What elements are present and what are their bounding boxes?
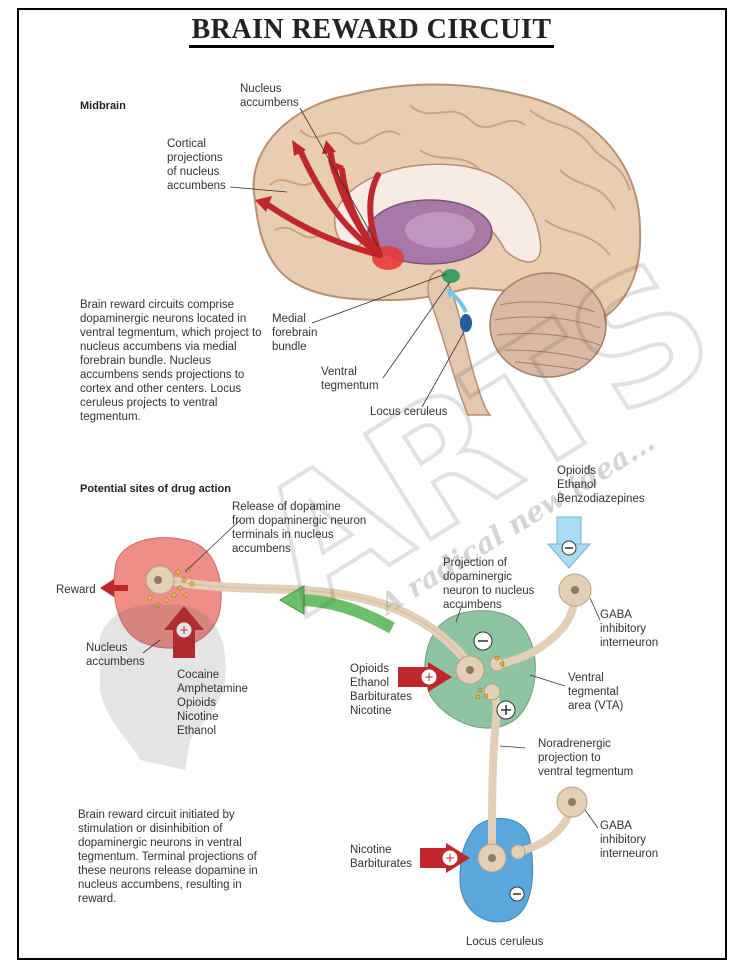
svg-text:+: + [424, 670, 434, 684]
dopamine-vesicles [147, 567, 195, 608]
label-nucleus-accumbens-bottom: Nucleus accumbens [86, 642, 145, 668]
drug-action-header: Potential sites of drug action [80, 483, 231, 495]
inhibition-marker-lc [509, 886, 525, 902]
vta-region [442, 269, 460, 283]
noradrenergic-axon [488, 688, 501, 860]
label-drugs-inhibitory: Opioids Ethanol Benzodiazepines [557, 465, 645, 505]
label-gaba-2: GABA inhibitory interneuron [600, 820, 659, 860]
label-ventral-tegmentum: Ventral tegmentum [321, 366, 379, 392]
label-nucleus-accumbens-top: Nucleus accumbens [240, 83, 299, 109]
vta-drug-arrow: + [398, 662, 452, 692]
label-noradrenergic: Noradrenergic projection to ventral tegm… [538, 738, 634, 778]
locus-ceruleus-region [460, 314, 472, 332]
midbrain-header: Midbrain [80, 100, 126, 112]
cortical-projection-arrows [265, 147, 383, 258]
label-release-dopamine: Release of dopamine from dopaminergic ne… [232, 501, 367, 555]
label-reward: Reward [56, 584, 96, 596]
label-medial-forebrain-bundle: Medial forebrain bundle [272, 313, 318, 353]
label-projection-dopaminergic: Projection of dopaminergic neuron to nuc… [443, 557, 535, 611]
label-gaba-1: GABA inhibitory interneuron [600, 609, 659, 649]
label-locus-ceruleus-top: Locus ceruleus [370, 406, 448, 418]
svg-text:+: + [445, 851, 455, 865]
label-drugs-vta: Opioids Ethanol Barbiturates Nicotine [350, 663, 413, 717]
label-locus-ceruleus-bottom: Locus ceruleus [466, 936, 544, 948]
accumbens-drug-arrow: + [164, 606, 204, 658]
green-projection-arrow [297, 594, 395, 634]
top-description: Brain reward circuits comprise dopaminer… [80, 299, 262, 423]
cerebellum [489, 272, 607, 378]
label-vta: Ventral tegmental area (VTA) [568, 672, 624, 712]
inhibitory-drug-arrow [546, 516, 592, 569]
bottom-description: Brain reward circuit initiated by stimul… [78, 809, 258, 905]
label-cortical-projections: Cortical projections of nucleus accumben… [167, 138, 226, 192]
label-drugs-lc: Nicotine Barbiturates [350, 844, 413, 870]
schematic-diagram: + + + [100, 516, 601, 923]
brain-sagittal-illustration [229, 83, 642, 416]
excitation-marker-vta [496, 700, 516, 720]
page-title: BRAIN REWARD CIRCUIT [0, 14, 743, 48]
inhibition-marker-vta [473, 631, 493, 651]
label-drugs-accumbens: Cocaine Amphetamine Opioids Nicotine Eth… [177, 669, 248, 737]
page-border [17, 8, 727, 960]
svg-text:+: + [179, 623, 189, 637]
lc-drug-arrow: + [420, 843, 470, 873]
watermark-head-silhouette [99, 604, 226, 770]
